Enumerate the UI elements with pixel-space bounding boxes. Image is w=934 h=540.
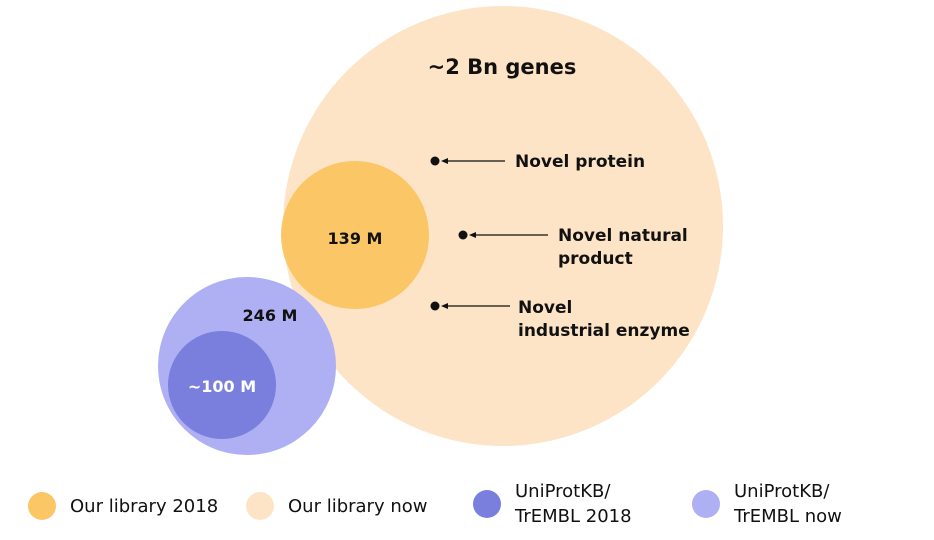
legend-uniprot-2018-label: UniProtKB/ TrEMBL 2018 [515,481,632,527]
uniprot-2018-circle [168,331,276,439]
novel-natural-product-label-line2: product [558,249,633,269]
legend-item-library-2018: Our library 2018 [28,492,218,520]
legend: Our library 2018 Our library now UniProt… [0,470,934,540]
novel-protein-label: Novel protein [515,152,645,172]
novel-protein-dot [430,156,440,166]
legend-item-library-now: Our library now [246,492,427,520]
novel-industrial-enzyme-label-line2: industrial enzyme [518,321,690,341]
novel-natural-product-arrowhead [469,232,476,238]
novel-natural-product-dot [458,230,468,240]
legend-uniprot-now-label: UniProtKB/ TrEMBL now [734,481,842,527]
library-2018-label: 139 M [328,229,383,248]
legend-item-uniprot-now: UniProtKB/ TrEMBL now [692,479,842,529]
our-library-2018-circle [281,161,429,309]
novel-industrial-enzyme-label-line1: Novel [518,298,572,318]
legend-library-2018-swatch [28,492,56,520]
our-library-now-circle [283,6,723,446]
legend-item-uniprot-2018: UniProtKB/ TrEMBL 2018 [473,479,632,529]
novel-natural-product-label-line1: Novel natural [558,226,688,246]
legend-library-now-swatch [246,492,274,520]
big-circle-label: ~2 Bn genes [428,55,577,79]
uniprot-2018-label: ~100 M [188,377,256,396]
novel-protein-arrowhead [441,158,448,164]
legend-library-2018-label: Our library 2018 [70,495,219,517]
novel-industrial-enzyme-dot [430,301,440,311]
novel-industrial-enzyme-arrowhead [441,303,448,309]
legend-uniprot-2018-swatch [473,490,501,518]
legend-library-now-label: Our library now [288,495,428,517]
legend-uniprot-now-swatch [692,490,720,518]
uniprot-now-label: 246 M [243,306,298,325]
